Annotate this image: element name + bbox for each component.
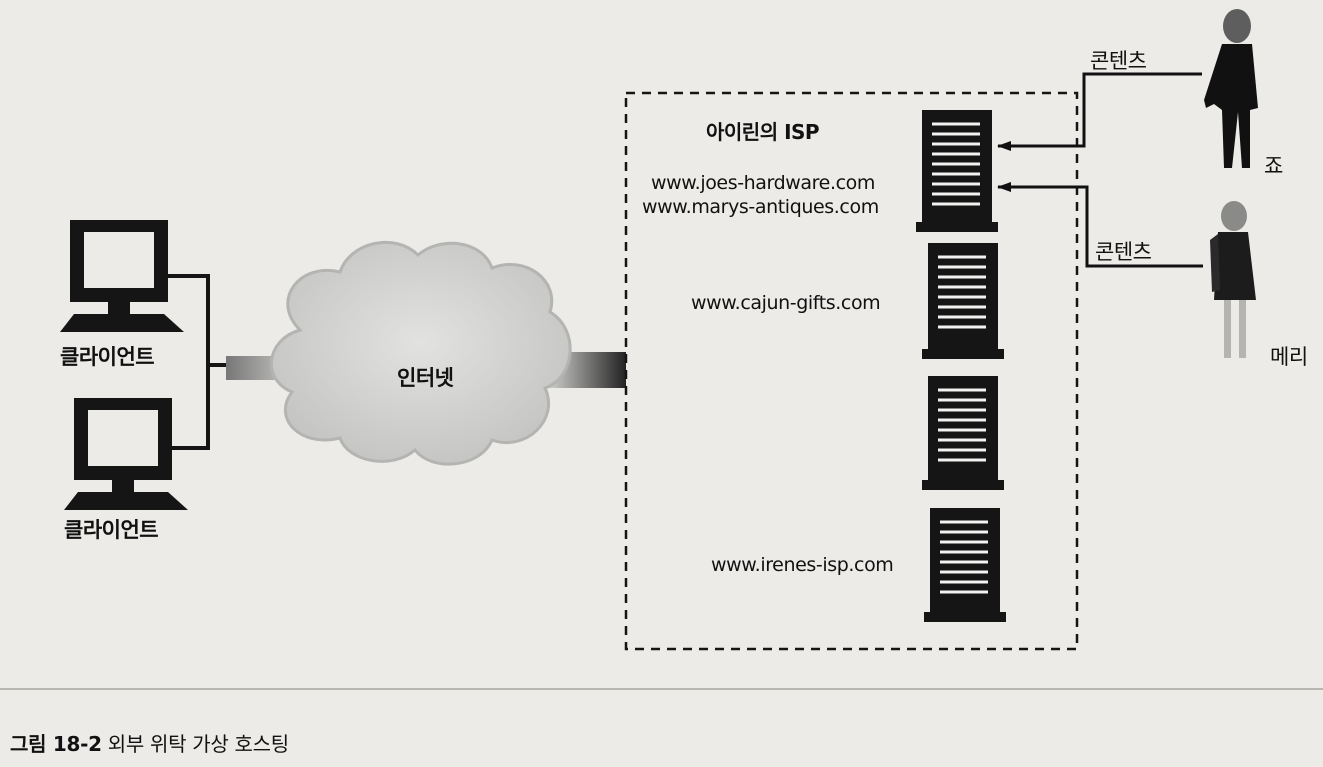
client-label-1: 클라이언트 — [60, 345, 155, 369]
internet-cloud — [269, 240, 572, 466]
content-arrow-joe — [997, 72, 1202, 151]
client-computer-1 — [60, 220, 184, 332]
server-1 — [916, 110, 998, 232]
caption-divider — [0, 688, 1323, 690]
figure-caption: 그림 18-2 외부 위탁 가상 호스팅 — [10, 728, 289, 757]
server-4 — [924, 508, 1006, 622]
person-label-joe: 죠 — [1264, 154, 1283, 178]
site-marys-antiques: www.marys-antiques.com — [642, 196, 879, 218]
server-3 — [922, 376, 1004, 490]
person-mary — [1210, 201, 1256, 358]
caption-number: 그림 18-2 — [10, 732, 102, 756]
site-joes-hardware: www.joes-hardware.com — [651, 172, 875, 194]
person-label-mary: 메리 — [1270, 345, 1308, 369]
client-label-2: 클라이언트 — [64, 518, 159, 542]
client-computer-2 — [64, 398, 188, 510]
content-label-mary: 콘텐츠 — [1095, 240, 1152, 264]
internet-label: 인터넷 — [397, 366, 454, 390]
server-2 — [922, 243, 1004, 359]
caption-text: 외부 위탁 가상 호스팅 — [107, 732, 289, 756]
content-arrow-mary — [997, 182, 1203, 268]
site-irenes-isp: www.irenes-isp.com — [711, 554, 894, 576]
isp-title: 아이린의 ISP — [706, 120, 820, 144]
isp-boundary — [624, 91, 1079, 651]
content-label-joe: 콘텐츠 — [1090, 49, 1147, 73]
site-cajun-gifts: www.cajun-gifts.com — [691, 292, 881, 314]
person-joe — [1204, 9, 1258, 168]
